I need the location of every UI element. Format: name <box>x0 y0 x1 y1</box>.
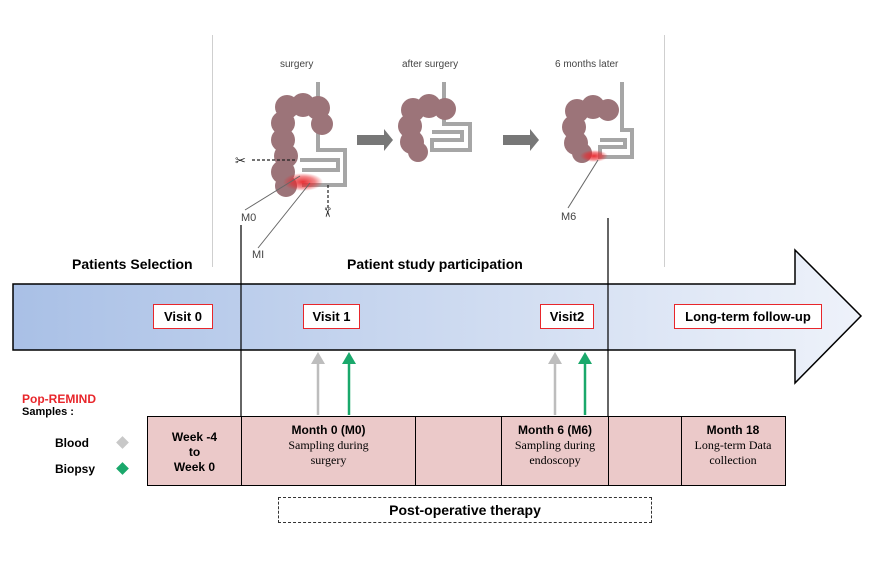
timeline-cell-month18: Month 18 Long-term Data collection <box>682 417 784 485</box>
month0-line1: Sampling during <box>288 438 369 452</box>
visit-2-box: Visit2 <box>540 304 594 329</box>
progress-arrow-icon <box>503 129 539 151</box>
colon-surgery <box>252 82 347 208</box>
blood-diamond-icon <box>116 436 129 449</box>
timeline-cell-gap1 <box>416 417 502 485</box>
panel-title-after-surgery: after surgery <box>402 59 459 70</box>
panel-title-surgery: surgery <box>280 59 314 70</box>
week-end: Week 0 <box>173 460 216 474</box>
month0-line2: surgery <box>310 453 347 467</box>
timeline-cell-gap2 <box>609 417 682 485</box>
biopsy-arrow-visit2 <box>578 352 592 415</box>
label-m6: M6 <box>561 211 577 223</box>
scissors-icon: ✂ <box>235 154 246 169</box>
progress-arrow-icon <box>357 129 393 151</box>
month6-line1: Sampling during <box>514 438 596 452</box>
label-mi: MI <box>252 249 265 261</box>
week-start: Week -4 <box>171 430 218 444</box>
timeline-cell-month0: Month 0 (M0) Sampling during surgery <box>242 417 416 485</box>
legend-subtitle: Samples : <box>22 406 74 418</box>
panel-title-6-months: 6 months later <box>555 59 619 70</box>
biopsy-arrow-visit1 <box>342 352 356 415</box>
colon-6-months <box>562 82 634 163</box>
visit-1-box: Visit 1 <box>303 304 360 329</box>
long-term-follow-up-box: Long-term follow-up <box>674 304 822 329</box>
month6-title: Month 6 (M6) <box>518 423 592 437</box>
section-patients-selection: Patients Selection <box>72 256 193 272</box>
label-m0: M0 <box>241 212 257 224</box>
week-to: to <box>188 445 201 459</box>
month18-line2: collection <box>709 453 757 467</box>
panel-right-border <box>664 35 665 267</box>
legend-blood: Blood <box>55 436 89 450</box>
biopsy-diamond-icon <box>116 462 129 475</box>
scissors-icon: ✂ <box>319 207 334 218</box>
colon-after-surgery <box>398 82 472 162</box>
month18-line1: Long-term Data <box>694 438 772 452</box>
month18-title: Month 18 <box>706 423 760 437</box>
post-operative-therapy-box: Post-operative therapy <box>278 497 652 523</box>
timeline-cell-week: Week -4 to Week 0 <box>148 417 242 485</box>
timeline-table: Week -4 to Week 0 Month 0 (M0) Sampling … <box>147 416 786 486</box>
month0-title: Month 0 (M0) <box>291 423 366 437</box>
month6-line2: endoscopy <box>529 453 581 467</box>
legend-title: Pop-REMIND <box>22 392 96 406</box>
legend-biopsy: Biopsy <box>55 462 96 476</box>
timeline-cell-month6: Month 6 (M6) Sampling during endoscopy <box>502 417 609 485</box>
visit-0-box: Visit 0 <box>153 304 213 329</box>
panel-left-border <box>212 35 213 267</box>
timeline-arrow <box>12 248 863 385</box>
blood-arrow-visit2 <box>548 352 562 415</box>
blood-arrow-visit1 <box>311 352 325 415</box>
section-patient-study-participation: Patient study participation <box>347 256 523 272</box>
